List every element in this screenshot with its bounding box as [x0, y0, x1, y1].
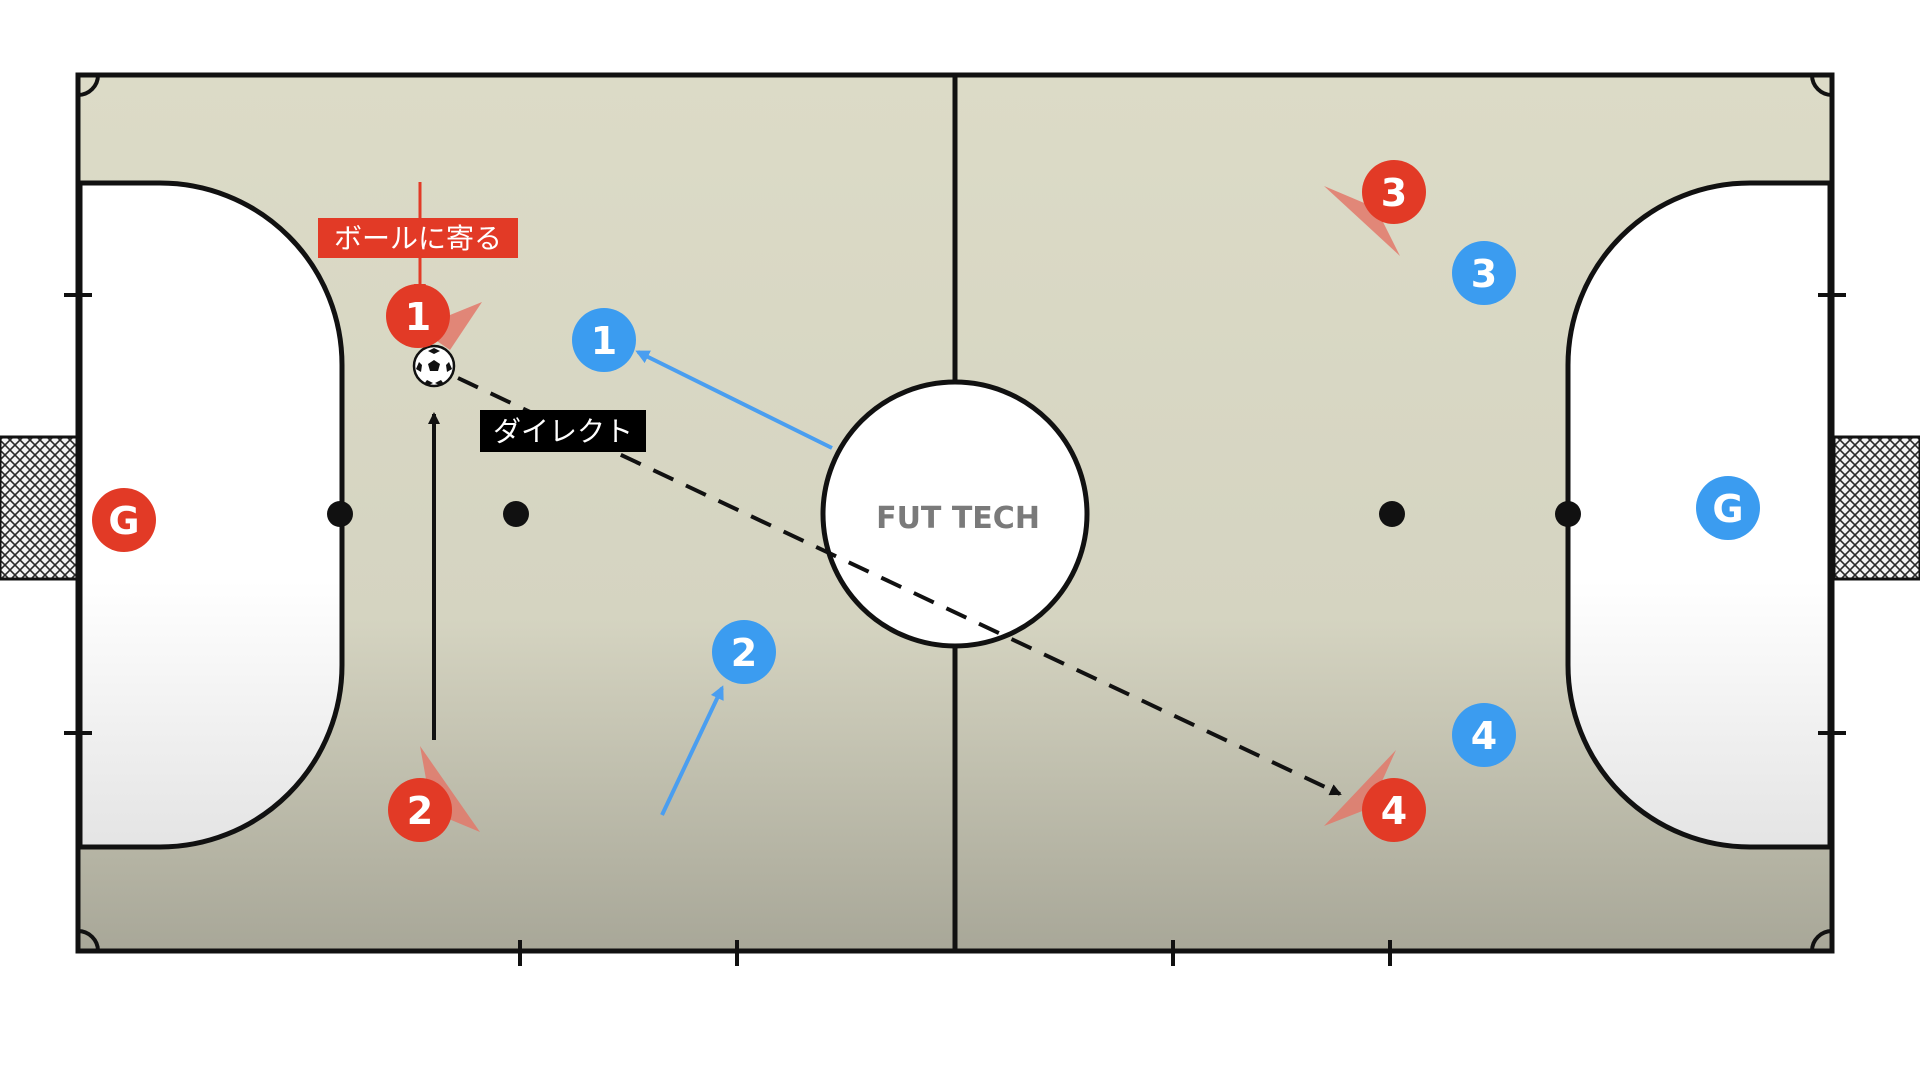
blue-1-run-arrow — [635, 350, 833, 450]
blue-player-3: 3 — [1452, 241, 1516, 305]
red-player-3: 3 — [1362, 160, 1426, 224]
red-4-facing-wedge — [1324, 750, 1396, 826]
blue-goalkeeper-label: G — [1712, 487, 1743, 531]
blue-player-4-label: 4 — [1471, 714, 1497, 758]
blue-player-4: 4 — [1452, 703, 1516, 767]
left-second-spot — [503, 501, 529, 527]
right-second-spot — [1379, 501, 1405, 527]
blue-player-3-label: 3 — [1471, 252, 1497, 296]
corner-arc-bottom-left — [77, 929, 100, 952]
red-player-2-label: 2 — [407, 789, 433, 833]
red-goalkeeper-label: G — [108, 499, 139, 543]
blue-player-1: 1 — [572, 308, 636, 372]
blue-player-2-label: 2 — [731, 631, 757, 675]
red-player-4: 4 — [1362, 778, 1426, 842]
left-goal-net — [0, 435, 80, 581]
blue-2-run-arrow — [660, 685, 724, 816]
direct-label: ダイレクト — [493, 415, 633, 448]
right-penalty-spot — [1555, 501, 1581, 527]
red-3-facing-wedge — [1324, 186, 1400, 256]
move-to-ball-label: ボールに寄る — [334, 222, 502, 255]
blue-goalkeeper: G — [1696, 476, 1760, 540]
red-goalkeeper: G — [92, 488, 156, 552]
direct-label-bg — [480, 410, 646, 452]
red-player-1: 1 — [386, 284, 450, 348]
red-player-1-label: 1 — [405, 295, 431, 339]
blue-player-2: 2 — [712, 620, 776, 684]
corner-arc-top-right — [1810, 74, 1833, 97]
blue-player-1-label: 1 — [591, 319, 617, 363]
red-player-3-label: 3 — [1381, 171, 1407, 215]
corner-arc-top-left — [77, 74, 100, 97]
right-goal-net — [1832, 435, 1920, 581]
red-player-2: 2 — [388, 778, 452, 842]
court-logo: FUT TECH — [876, 501, 1040, 536]
left-penalty-spot — [327, 501, 353, 527]
soccer-ball-icon — [412, 344, 456, 388]
red-player-4-label: 4 — [1381, 789, 1407, 833]
left-penalty-area — [77, 180, 345, 850]
corner-arc-bottom-right — [1810, 929, 1833, 952]
move-to-ball-label-bg — [318, 218, 518, 258]
